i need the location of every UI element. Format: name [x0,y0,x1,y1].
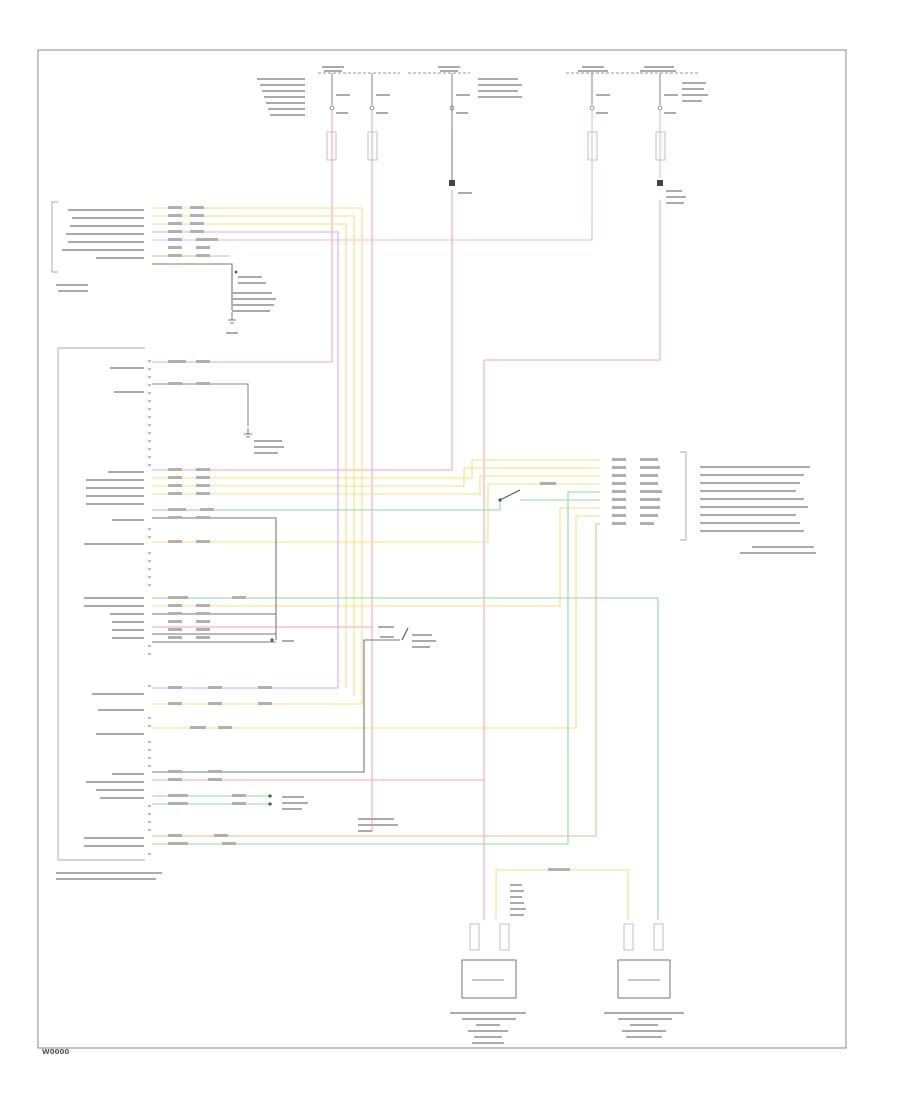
wire-gray-1 [152,383,249,426]
splices [234,270,502,806]
wire-violet-1 [152,231,339,689]
wire-dark-2 [401,627,409,641]
fuse-block-3 [566,66,640,161]
wire-red-3 [152,110,593,241]
wire-red-5 [152,190,453,471]
connector-right [680,451,816,554]
sensor-right [604,923,684,1038]
wires [152,110,661,920]
wire-green-1 [152,500,501,511]
wire-yellow-5 [152,475,600,495]
wire-tan-1 [152,523,600,837]
wire-yellow-8 [152,515,600,729]
connector-left-top [51,201,144,292]
fuse-block-4 [640,66,708,204]
wire-gray-2 [152,517,277,640]
wire-tan-3 [152,223,347,688]
wire-yellow-4 [152,467,600,487]
wire-yellow-3 [152,459,600,479]
wire-yellow-2 [152,215,355,696]
fuse-block-1 [257,66,400,161]
wire-yellow-1 [152,207,363,705]
ground-labels [226,276,526,916]
wire-gray-6 [152,263,233,310]
wire-color-labels [168,206,662,871]
wire-red-1 [152,110,333,363]
diagram-code: W0000 [42,1048,69,1056]
wire-gray-5 [152,639,400,773]
wire-yellow-9 [495,869,629,920]
fuse-block-2 [408,66,522,194]
sensor-left [450,923,526,1044]
wire-yellow-6 [152,483,600,543]
wire-green-2 [152,597,659,920]
wire-dark-1 [499,489,521,501]
connector-left-module [56,347,162,880]
ground-symbols [228,312,252,438]
wire-red-7 [484,200,661,361]
wire-yellow-7 [152,507,600,607]
wire-green-3 [152,491,600,845]
diagram-border [37,49,847,1049]
